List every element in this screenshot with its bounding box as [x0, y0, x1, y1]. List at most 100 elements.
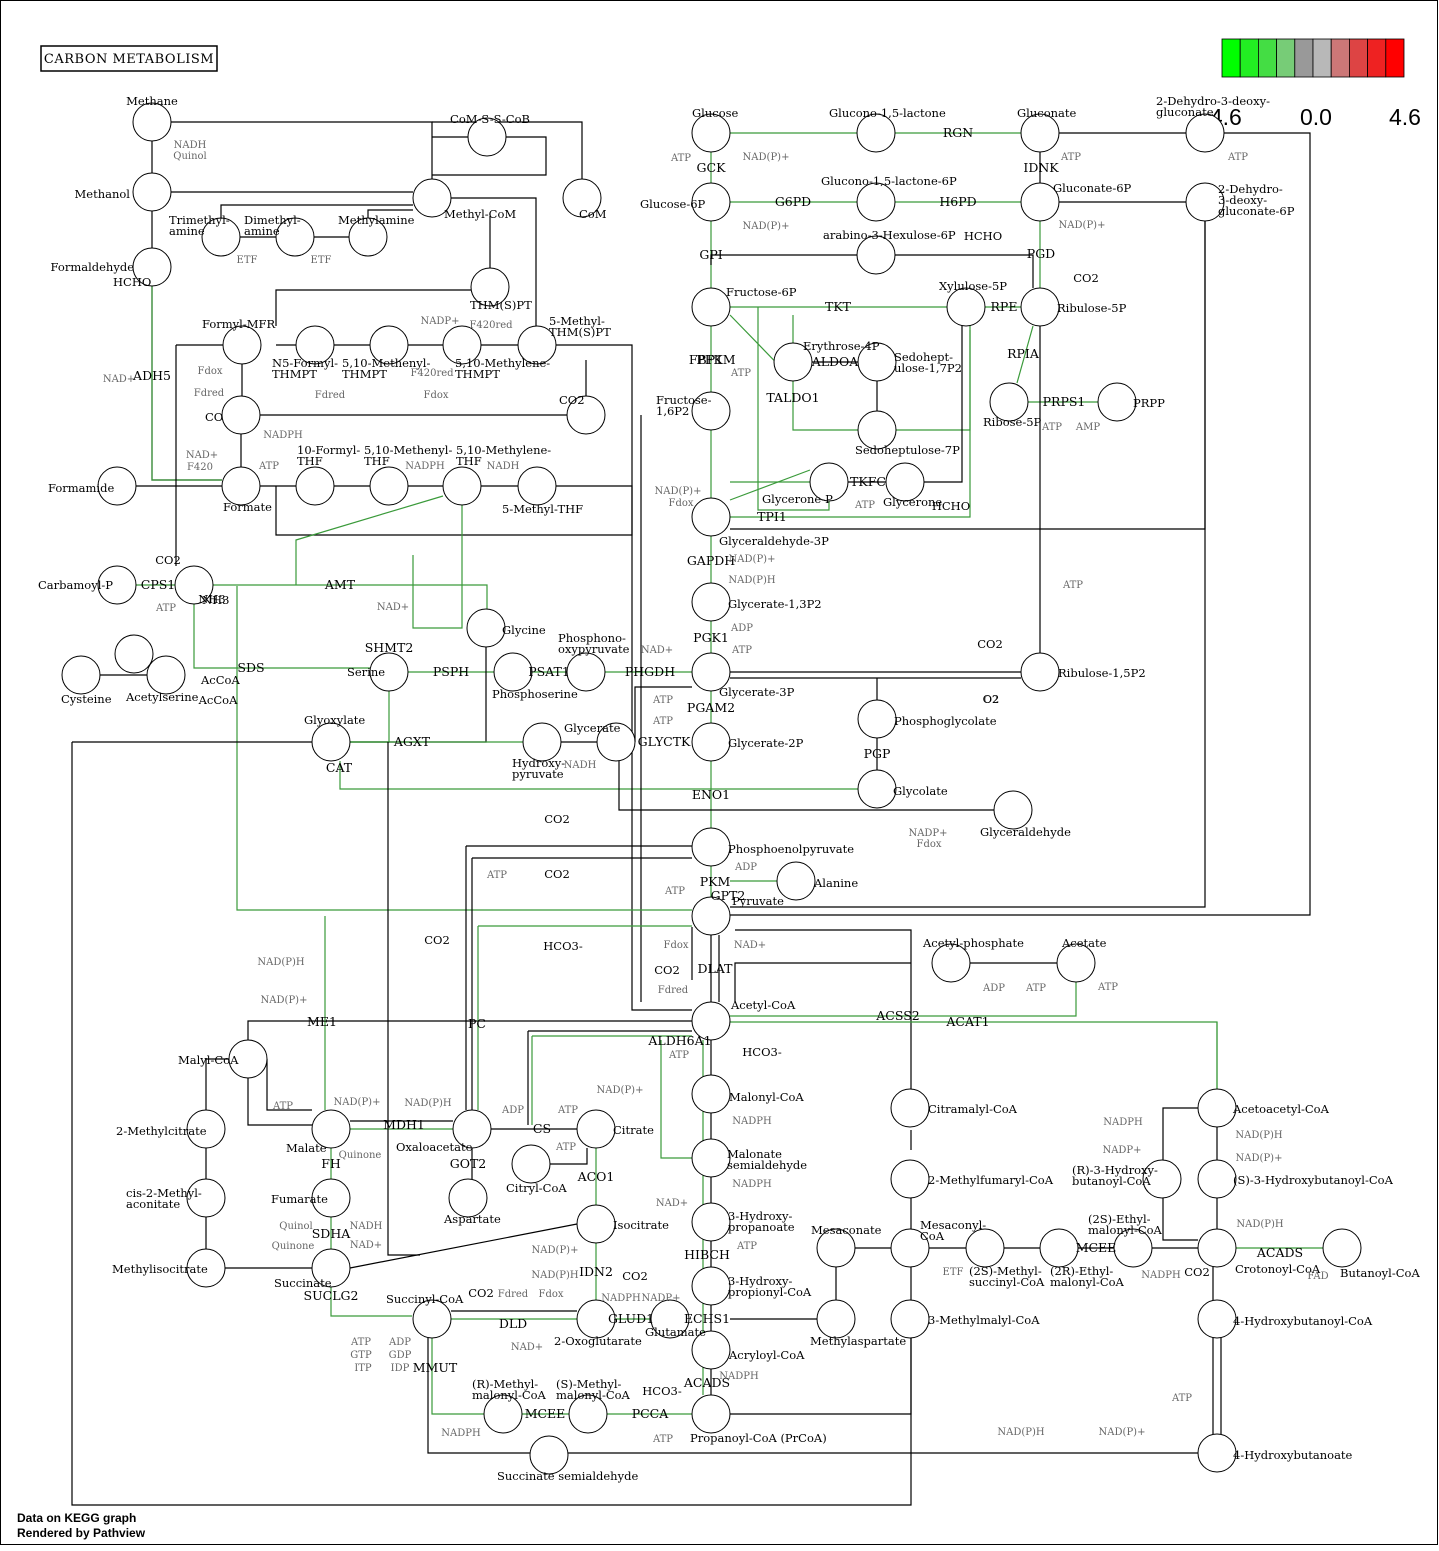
cofactor-label-nadph: NADPH [1103, 1117, 1143, 1128]
compound-node-acetyl-coa [691, 1001, 731, 1041]
compound-label-glucose: Glucose [692, 106, 739, 120]
cofactor-label-atp: ATP [350, 1337, 371, 1348]
cofactor-label-atp: ATP [652, 695, 673, 706]
species-label-co2: CO2 [424, 933, 450, 947]
compound-label-glucono-1-5-lactone: Glucono-1,5-lactone [829, 106, 946, 120]
reaction-edge [730, 1021, 1218, 1089]
enzyme-label-h6pd: H6PD [939, 194, 976, 209]
compound-node-3-methylmalyl-coa [890, 1299, 930, 1339]
cofactor-label-atp: ATP [668, 1050, 689, 1061]
cofactor-label-nad: NAD+ [103, 374, 135, 385]
compound-node-acetoacetyl-coa [1197, 1088, 1237, 1128]
species-label-co2: CO2 [622, 1269, 648, 1283]
compound-node-s-3-hydroxybutanoyl-coa [1197, 1159, 1237, 1199]
compound-node-glucose-6p [691, 182, 731, 222]
compound-node-ribose-5p [989, 382, 1029, 422]
cofactor-label-nadp: NADP+ [420, 316, 459, 327]
reaction-edge [730, 330, 971, 518]
compound-label-accoa: AcCoA [200, 673, 240, 687]
reaction-edge [295, 495, 444, 585]
compound-label-phosphoenolpyruvate: Phosphoenolpyruvate [728, 842, 854, 856]
cofactor-label-nadh: NADH [487, 461, 520, 472]
cofactor-label-nad-p: NAD(P)+ [532, 1245, 579, 1256]
reaction-edge [660, 1040, 692, 1159]
compound-label-glucono-1-5-lactone-6p: Glucono-1,5-lactone-6P [821, 174, 957, 188]
compound-label-succinate: Succinate [274, 1276, 332, 1290]
compound-label-formyl-mfr: Formyl-MFR [202, 317, 275, 331]
species-label-hcho: HCHO [932, 499, 970, 513]
cofactor-label-fdox: Fdox [539, 1289, 564, 1300]
cofactor-label-nadph: NADPH [263, 430, 303, 441]
reaction-edge [730, 221, 1206, 530]
compound-label-line: succinyl-CoA [969, 1275, 1045, 1289]
cofactor-label-nad-p-h: NAD(P)H [404, 1098, 452, 1109]
compound-label-line: malonyl-CoA [556, 1388, 631, 1402]
compound-label-malate: Malate [286, 1141, 327, 1155]
compound-label-line: propionyl-CoA [728, 1285, 812, 1299]
compound-node-formamide [97, 466, 137, 506]
cofactor-label-etf: ETF [943, 1267, 964, 1278]
enzyme-label-mdh1: MDH1 [383, 1117, 425, 1132]
enzyme-label-tkfc: TKFC [850, 474, 886, 489]
compound-node-glycerate-2p [691, 722, 731, 762]
enzyme-label-glyctk: GLYCTK [638, 734, 691, 749]
compound-node-3-hydroxypropionyl-coa [691, 1266, 731, 1306]
compound-label-line: 5,10-Methenyl- [342, 356, 430, 370]
compound-label-acetoacetyl-coa: Acetoacetyl-CoA [1232, 1102, 1330, 1116]
enzyme-label-eno1: ENO1 [692, 787, 730, 802]
reaction-edge [757, 307, 830, 511]
compound-node-4-hydroxybutanoyl-coa [1197, 1299, 1237, 1339]
enzyme-label-pgk1: PGK1 [693, 630, 729, 645]
cofactor-label-nadph: NADPH [719, 1371, 759, 1382]
cofactor-label-idp: IDP [391, 1363, 410, 1374]
compound-label-isocitrate: Isocitrate [613, 1218, 669, 1232]
cofactor-label-nadh: NADH [564, 760, 597, 771]
enzyme-label-cps1: CPS1 [141, 577, 176, 592]
cofactor-label-atp: ATP [557, 1105, 578, 1116]
reaction-edge [792, 381, 858, 431]
cofactor-label-nadph: NADPH [732, 1179, 772, 1190]
reaction-edge [266, 1059, 312, 1111]
cofactor-label-etf: ETF [311, 255, 332, 266]
reaction-edge [730, 982, 1077, 1017]
reaction-edge [349, 1223, 578, 1269]
compound-label-line: Sedohept- [894, 350, 953, 364]
reaction-edge [220, 204, 413, 218]
compound-node-5-methyl-thm-s-pt [517, 325, 557, 365]
compound-node-co2 [566, 395, 606, 435]
compound-node-10-formyl-thf [295, 466, 335, 506]
compound-node-arabino-3-hexulose-6p [856, 235, 896, 275]
compound-label-line: oxypyruvate [558, 642, 630, 656]
compound-label-methylisocitrate: Methylisocitrate [112, 1262, 208, 1276]
enzyme-label-acss2: ACSS2 [875, 1008, 919, 1023]
enzyme-label-sdha: SDHA [312, 1226, 351, 1241]
compound-label-line: Phosphono- [558, 631, 626, 645]
compound-node-gluconate-6p [1020, 182, 1060, 222]
cofactor-label-nad-p-h: NAD(P)H [531, 1270, 579, 1281]
compound-node-hydroxypyruvate [522, 722, 562, 762]
compound-label-line: propanoate [728, 1220, 795, 1234]
reaction-edge [236, 586, 692, 911]
legend-swatch [1385, 38, 1405, 78]
reaction-edge [896, 325, 971, 431]
compound-node-acetylserine [146, 655, 186, 695]
compound-label-line: THM(S)PT [549, 325, 611, 339]
compound-label-line: 1,6P2 [656, 404, 689, 418]
enzyme-label-amt: AMT [324, 577, 356, 592]
cofactor-label-adp: ADP [501, 1105, 524, 1116]
compound-node-malate [311, 1109, 351, 1149]
cofactor-label-quinol: Quinol [173, 151, 207, 162]
compound-node-formaldehyde [132, 247, 172, 287]
compound-label-line: malonyl-CoA [472, 1388, 547, 1402]
compound-label-line: Trimethyl- [169, 213, 230, 227]
cofactor-label-f420red: F420red [410, 368, 454, 379]
enzyme-label-idn2: IDN2 [579, 1264, 613, 1279]
enzyme-label-acat1: ACAT1 [945, 1014, 989, 1029]
cofactor-label-nad: NAD+ [656, 1198, 688, 1209]
cofactor-label-nad-p: NAD(P)+ [743, 152, 790, 163]
compound-node-methanol [132, 172, 172, 212]
enzyme-label-pfkm: PFKM [696, 352, 735, 367]
